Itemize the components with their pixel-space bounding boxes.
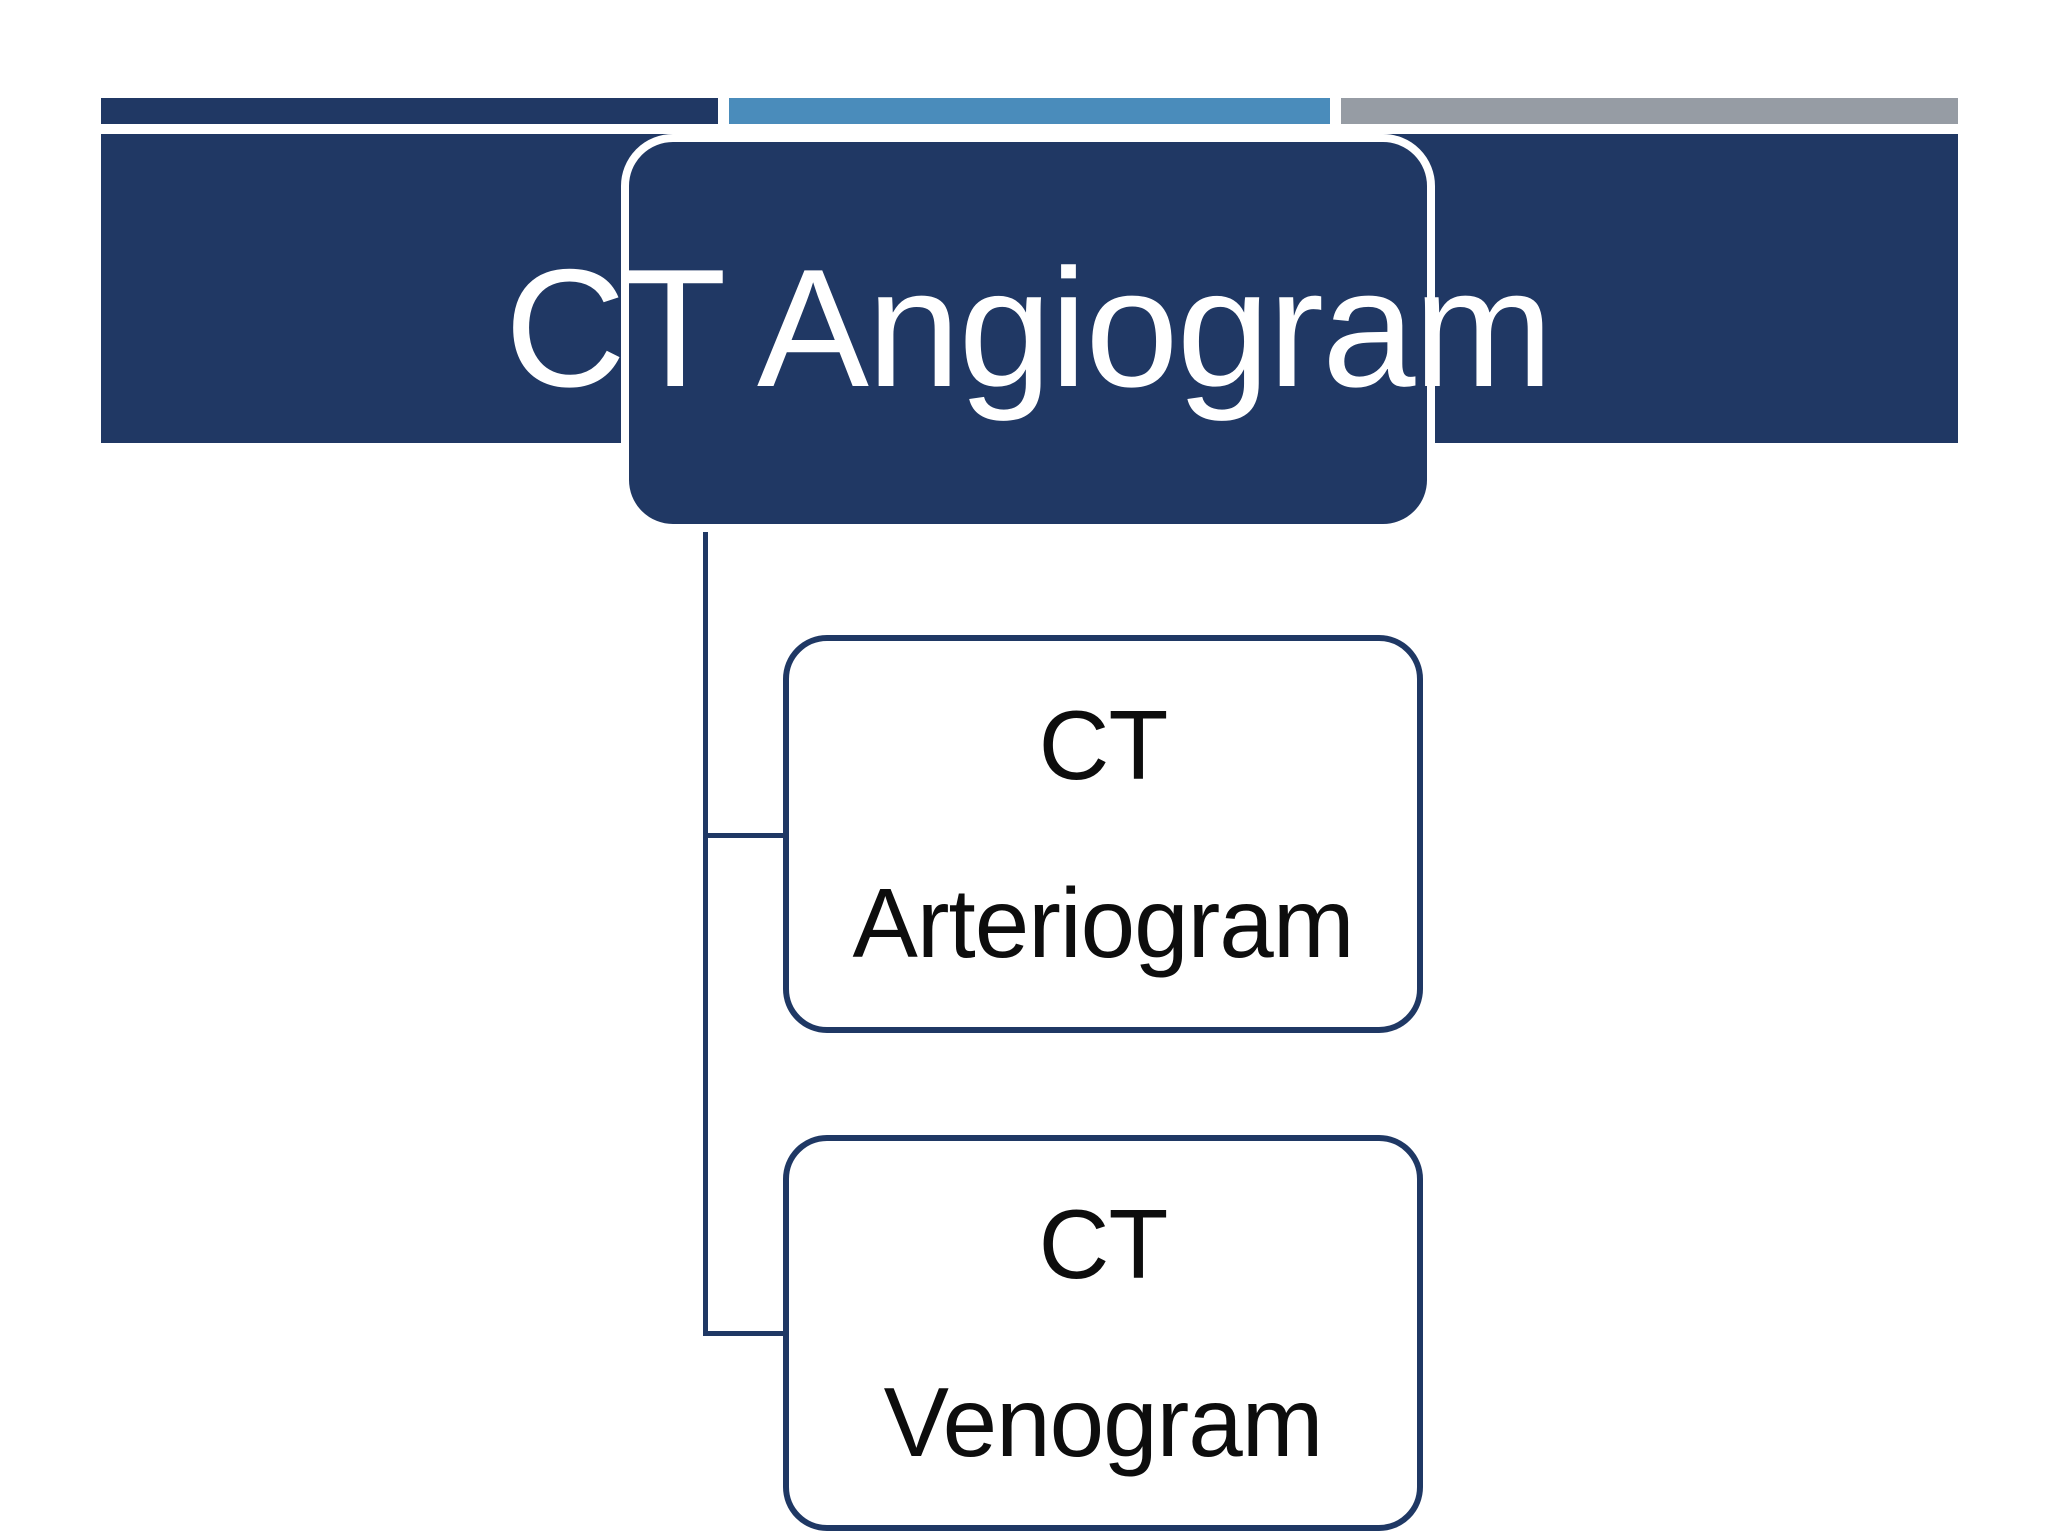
- root-node-label: CT Angiogram: [504, 234, 1554, 422]
- child-node-ct-venogram: CT Venogram: [783, 1135, 1423, 1531]
- child-node-ct-arteriogram: CT Arteriogram: [783, 635, 1423, 1033]
- child-node-label-line: Arteriogram: [852, 868, 1355, 978]
- accent-stripe-navy: [101, 98, 718, 124]
- child-node-label-line: Venogram: [883, 1367, 1324, 1477]
- connector-trunk: [703, 532, 708, 1335]
- connector-branch-arteriogram: [703, 833, 787, 838]
- connector-branch-venogram: [703, 1331, 787, 1336]
- accent-stripe-gray: [1341, 98, 1958, 124]
- child-node-label-line: CT: [1038, 689, 1169, 800]
- root-node-ct-angiogram: CT Angiogram: [505, 134, 1553, 532]
- child-node-label-line: CT: [1038, 1188, 1169, 1299]
- accent-stripe-steel-blue: [729, 98, 1330, 124]
